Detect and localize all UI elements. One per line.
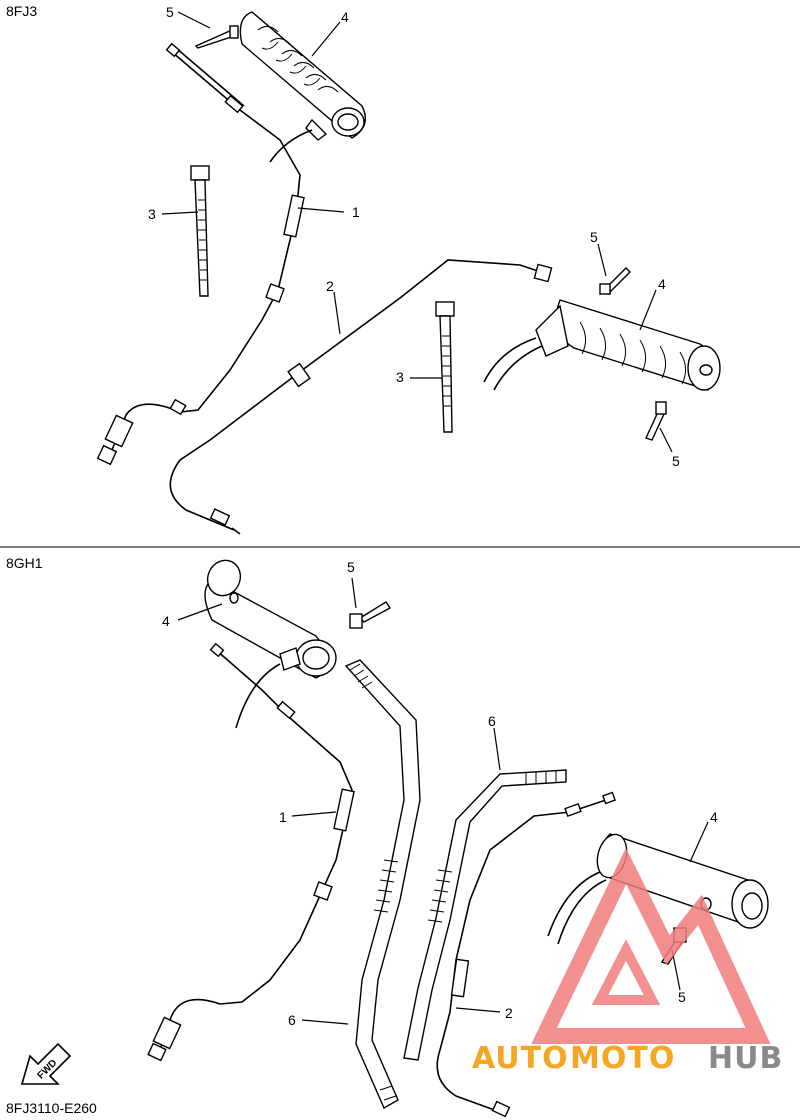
bottom-left-throttle-cable xyxy=(147,642,355,1062)
top-callouts: 5 4 3 1 2 5 4 3 5 xyxy=(148,4,680,469)
callout-label: 5 xyxy=(166,4,174,20)
fwd-arrow-icon: FWD xyxy=(20,1042,72,1085)
callout-label: 5 xyxy=(590,229,598,245)
callout-label: 3 xyxy=(148,206,156,222)
watermark-part2: MOTO xyxy=(570,1041,675,1076)
watermark-text: AUTO MOTO HUB xyxy=(472,1041,783,1076)
watermark-part1: AUTO xyxy=(472,1041,569,1076)
top-right-grip xyxy=(483,299,721,391)
top-screws xyxy=(194,25,667,441)
callout-label: 6 xyxy=(488,713,496,729)
top-main-cable xyxy=(169,259,553,535)
callout-label: 5 xyxy=(678,989,686,1005)
watermark-part3: HUB xyxy=(708,1041,783,1076)
callout-label: 4 xyxy=(341,9,349,25)
callout-label: 5 xyxy=(672,453,680,469)
top-left-throttle-cable xyxy=(96,42,313,466)
top-left-grip xyxy=(239,11,366,141)
callout-label: 6 xyxy=(288,1012,296,1028)
callout-label: 2 xyxy=(505,1005,513,1021)
callout-label: 1 xyxy=(352,204,360,220)
section-code-top: 8FJ3 xyxy=(6,3,37,19)
top-cable-tie-right xyxy=(435,301,455,433)
watermark-logo xyxy=(531,847,771,1044)
top-cable-tie-left xyxy=(190,165,210,297)
bottom-left-grip xyxy=(204,559,337,679)
callout-label: 4 xyxy=(710,809,718,825)
callout-label: 4 xyxy=(162,613,170,629)
bottom-callouts: 5 4 1 6 4 2 6 5 xyxy=(162,559,718,1028)
bottom-main-cable xyxy=(436,791,616,1118)
callout-label: 4 xyxy=(658,276,666,292)
top-leader-lines xyxy=(161,11,673,453)
section-code-bottom: 8GH1 xyxy=(6,555,43,571)
bottom-hose-right xyxy=(403,769,567,1061)
diagram-code: 8FJ3110-E260 xyxy=(6,1100,97,1116)
bottom-leader-lines xyxy=(177,577,709,1025)
callout-label: 1 xyxy=(279,809,287,825)
callout-label: 5 xyxy=(347,559,355,575)
callout-label: 3 xyxy=(396,369,404,385)
callout-label: 2 xyxy=(326,278,334,294)
bottom-hose-left xyxy=(344,659,421,1109)
